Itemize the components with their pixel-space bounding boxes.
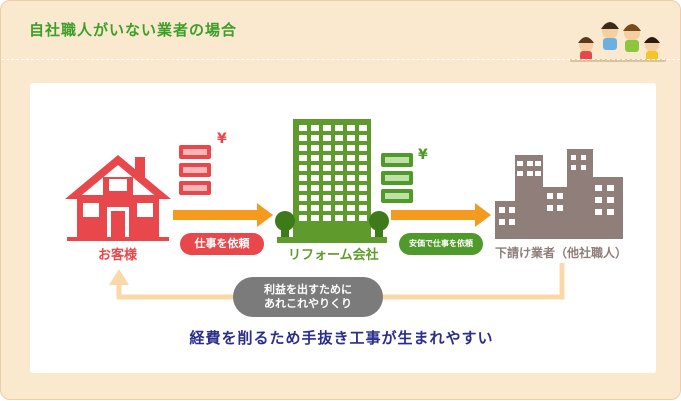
reform-company-label: リフォーム会社 (288, 248, 379, 263)
page-title: 自社職人がいない業者の場合 (29, 21, 238, 39)
subcontractor-buildings-icon (495, 149, 623, 239)
header-divider (1, 59, 680, 60)
profit-bubble-line1: 利益を出すために (264, 283, 352, 296)
yen-symbol: ¥ (217, 131, 227, 147)
kids-illustration-icon (570, 22, 666, 62)
customer-label: お客様 (98, 248, 138, 263)
money-stack-icon (179, 145, 211, 195)
office-building-icon (275, 119, 389, 243)
house-icon (65, 155, 171, 241)
cheap-order-badge: 安価で仕事を依頼 (399, 233, 483, 255)
cheap-order-arrow (391, 203, 491, 227)
subcontractor-label: 下請け業者（他社職人） (495, 246, 628, 260)
order-badge: 仕事を依頼 (180, 233, 264, 255)
yen-symbol: ¥ (418, 147, 428, 163)
caption: 経費を削るため手抜き工事が生まれやすい (189, 329, 494, 347)
order-arrow (173, 203, 273, 227)
profit-bubble-line2: あれこれやりくり (264, 297, 352, 310)
money-stack-icon (381, 153, 413, 203)
profit-bubble: 利益を出すために あれこれやりくり (233, 277, 383, 317)
